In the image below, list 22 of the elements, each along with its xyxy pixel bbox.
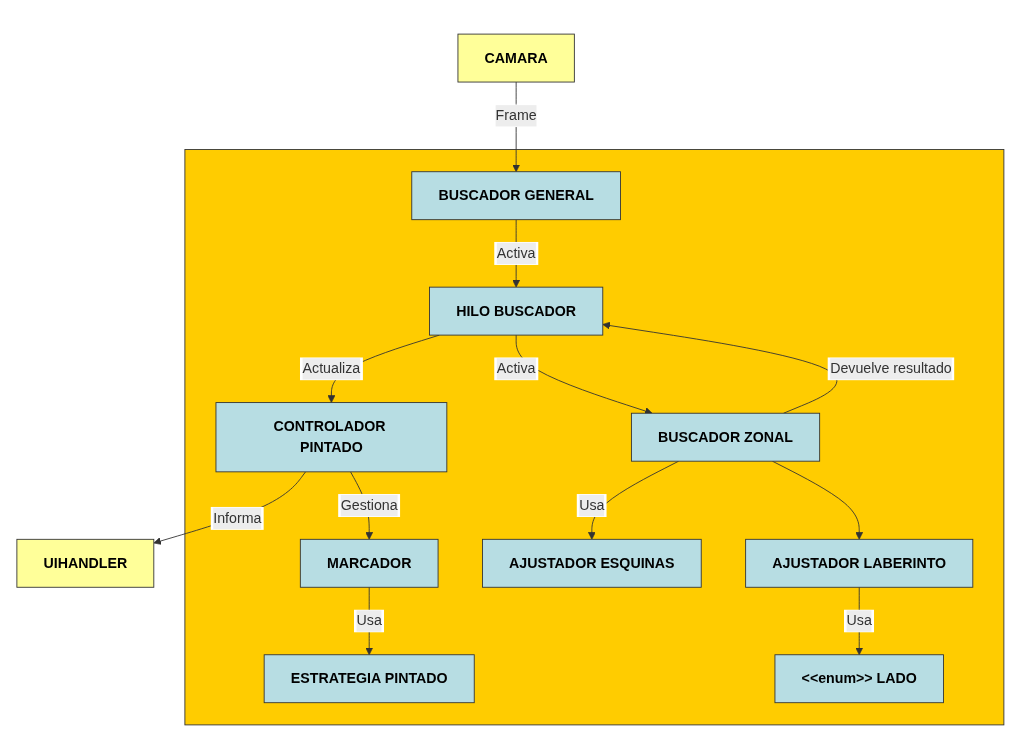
edge-label: Activa xyxy=(496,245,536,261)
edge-label: Usa xyxy=(579,497,605,513)
node-box: ESTRATEGIA PINTADO xyxy=(263,654,475,704)
node-box: AJUSTADOR ESQUINAS xyxy=(482,538,702,588)
node-box: BUSCADOR GENERAL xyxy=(411,171,621,221)
node-box: MARCADOR xyxy=(299,538,439,588)
edge-label: Activa xyxy=(496,360,536,376)
node-box: <<enum>> LADO xyxy=(774,654,944,704)
node-box: HILO BUSCADOR xyxy=(429,286,604,336)
edge-label: Frame xyxy=(495,107,537,123)
edge-label: Actualiza xyxy=(302,360,361,376)
node-box: CONTROLADOR PINTADO xyxy=(215,402,448,473)
edge-label: Usa xyxy=(356,613,382,629)
node-box: CAMARA xyxy=(457,33,575,83)
node-box: AJUSTADOR LABERINTO xyxy=(745,538,974,588)
node-box: UIHANDLER xyxy=(16,538,155,588)
edge-label: Informa xyxy=(213,510,262,526)
cluster xyxy=(184,149,1005,726)
edge-label: Usa xyxy=(846,613,872,629)
node-box: BUSCADOR ZONAL xyxy=(630,412,821,462)
edge-label: Devuelve resultado xyxy=(830,360,952,376)
edge-label: Gestiona xyxy=(340,497,398,513)
